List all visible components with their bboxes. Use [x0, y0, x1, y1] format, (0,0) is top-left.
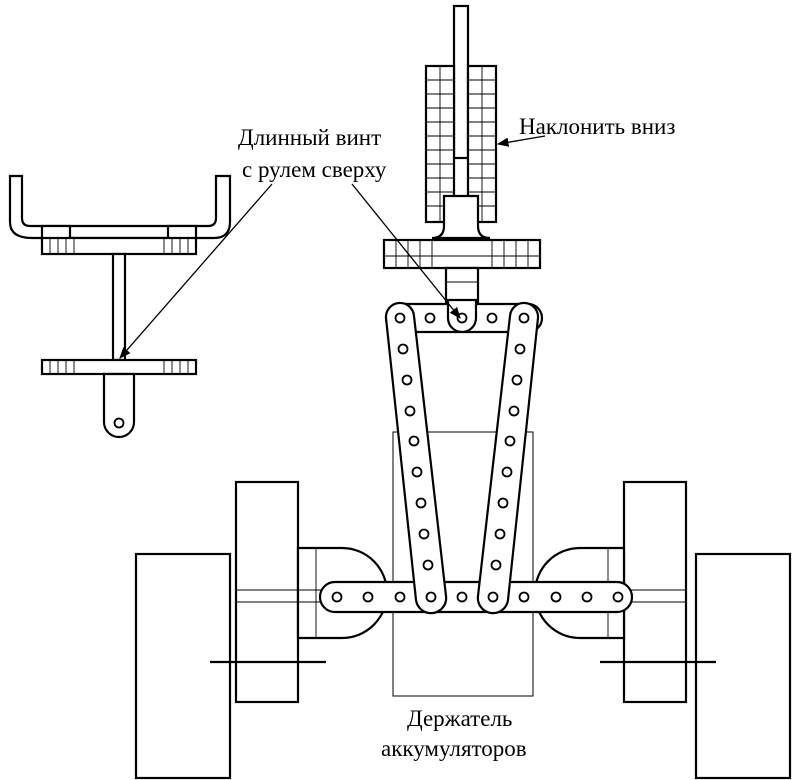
bottom-strip — [318, 580, 634, 614]
battery-holder-label-line2: аккумуляторов — [381, 736, 527, 761]
long-screw-label-line2: с рулем сверху — [242, 157, 387, 182]
long-screw-label-line1: Длинный винт — [238, 125, 381, 150]
right-wheel-assembly — [533, 480, 792, 780]
tilt-down-label: Наклонить вниз — [519, 114, 675, 139]
left-diagonal-strip — [384, 301, 448, 615]
battery-holder-label-line1: Держатель — [407, 706, 512, 731]
tilt-down-arrow — [496, 135, 546, 147]
left-servo-assembly — [8, 174, 232, 439]
top-servo-assembly — [382, 4, 542, 306]
servo-horn — [446, 298, 478, 334]
long-screw-arrow-left — [119, 183, 273, 359]
battery-holder-outline — [392, 431, 534, 697]
annotation-leaders — [119, 135, 546, 359]
left-wheel-assembly — [134, 480, 390, 780]
long-screw-arrow-right — [351, 183, 461, 319]
right-diagonal-strip — [476, 301, 540, 615]
